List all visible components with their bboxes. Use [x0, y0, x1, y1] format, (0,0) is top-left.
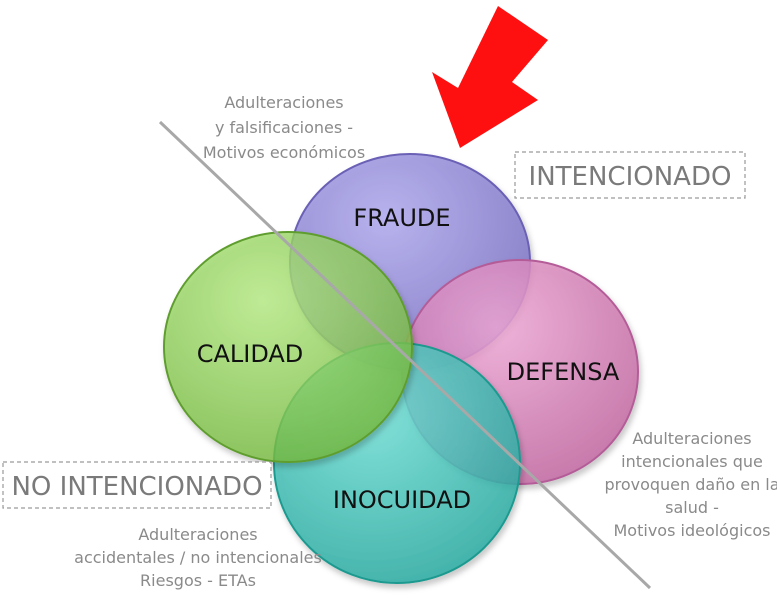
label-calidad: CALIDAD: [197, 340, 304, 368]
note-right-line: provoquen daño en la: [604, 475, 777, 494]
note-bottom-line: Riesgos - ETAs: [140, 571, 256, 590]
note-top: Adulteraciones y falsificaciones - Motiv…: [203, 93, 365, 162]
note-top-line: y falsificaciones -: [215, 118, 353, 137]
box-no-intencionado: [2, 461, 272, 509]
note-top-line: Motivos económicos: [203, 143, 365, 162]
label-fraude: FRAUDE: [353, 204, 450, 232]
box-intencionado: [514, 151, 746, 199]
box-intencionado-text: INTENCIONADO: [529, 162, 732, 192]
note-top-line: Adulteraciones: [224, 93, 343, 112]
divider-line: [158, 120, 652, 590]
label-defensa: DEFENSA: [507, 358, 620, 386]
label-inocuidad: INOCUIDAD: [333, 486, 471, 514]
note-right-line: intencionales que: [621, 452, 763, 471]
note-bottom-line: Adulteraciones: [138, 525, 257, 544]
circle-calidad: [163, 231, 413, 463]
note-right-line: Motivos ideológicos: [614, 521, 771, 540]
red-arrow-icon: [432, 6, 548, 148]
box-no-intencionado-text: NO INTENCIONADO: [11, 472, 262, 502]
note-right: Adulteraciones intencionales que provoqu…: [604, 429, 777, 540]
note-right-line: Adulteraciones: [632, 429, 751, 448]
note-bottom-line: accidentales / no intencionales: [74, 548, 322, 567]
note-bottom: Adulteraciones accidentales / no intenci…: [74, 525, 322, 590]
note-right-line: salud -: [665, 498, 719, 517]
